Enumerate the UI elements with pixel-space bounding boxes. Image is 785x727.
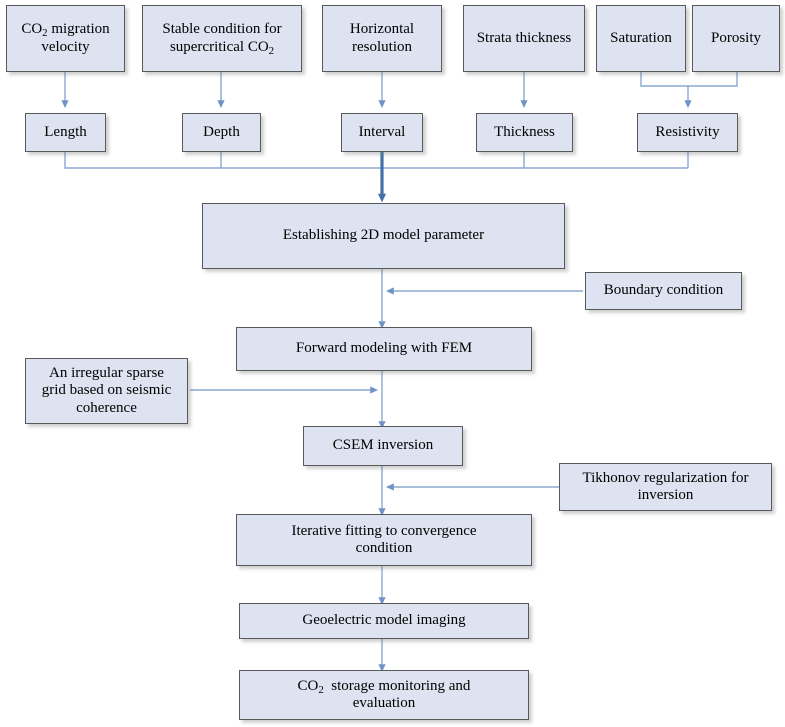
bus-length-to-trunk <box>64 152 688 169</box>
node-label: Establishing 2D model parameter <box>282 227 485 244</box>
node-thickness[interactable]: Thickness <box>476 113 573 152</box>
node-label: Saturation <box>610 29 672 46</box>
node-porosity[interactable]: Porosity <box>692 5 780 72</box>
node-label: Interval <box>358 123 406 140</box>
node-label: Porosity <box>710 29 761 46</box>
node-label: Depth <box>203 123 240 140</box>
node-label: Geoelectric model imaging <box>302 612 466 629</box>
node-label: Boundary condition <box>603 282 724 299</box>
node-boundary-condition[interactable]: Boundary condition <box>585 272 742 310</box>
node-label: Forward modeling with FEM <box>295 340 473 357</box>
node-depth[interactable]: Depth <box>182 113 261 152</box>
node-length[interactable]: Length <box>25 113 106 152</box>
node-establishing-2d-model-parameter[interactable]: Establishing 2D model parameter <box>202 203 565 269</box>
node-interval[interactable]: Interval <box>341 113 423 152</box>
node-forward-modeling-with-fem[interactable]: Forward modeling with FEM <box>236 327 532 371</box>
node-saturation[interactable]: Saturation <box>596 5 686 72</box>
node-label: CSEM inversion <box>332 437 434 454</box>
node-geoelectric-model-imaging[interactable]: Geoelectric model imaging <box>239 603 529 639</box>
node-csem-inversion[interactable]: CSEM inversion <box>303 426 463 466</box>
node-label: Length <box>44 123 87 140</box>
node-label: Resistivity <box>655 123 720 140</box>
node-label: Thickness <box>494 123 555 140</box>
node-resistivity[interactable]: Resistivity <box>637 113 738 152</box>
node-strata-thickness[interactable]: Strata thickness <box>463 5 585 72</box>
link-saturation-merge <box>640 72 688 87</box>
link-porosity-merge <box>688 72 738 87</box>
node-label: Strata thickness <box>476 29 572 46</box>
